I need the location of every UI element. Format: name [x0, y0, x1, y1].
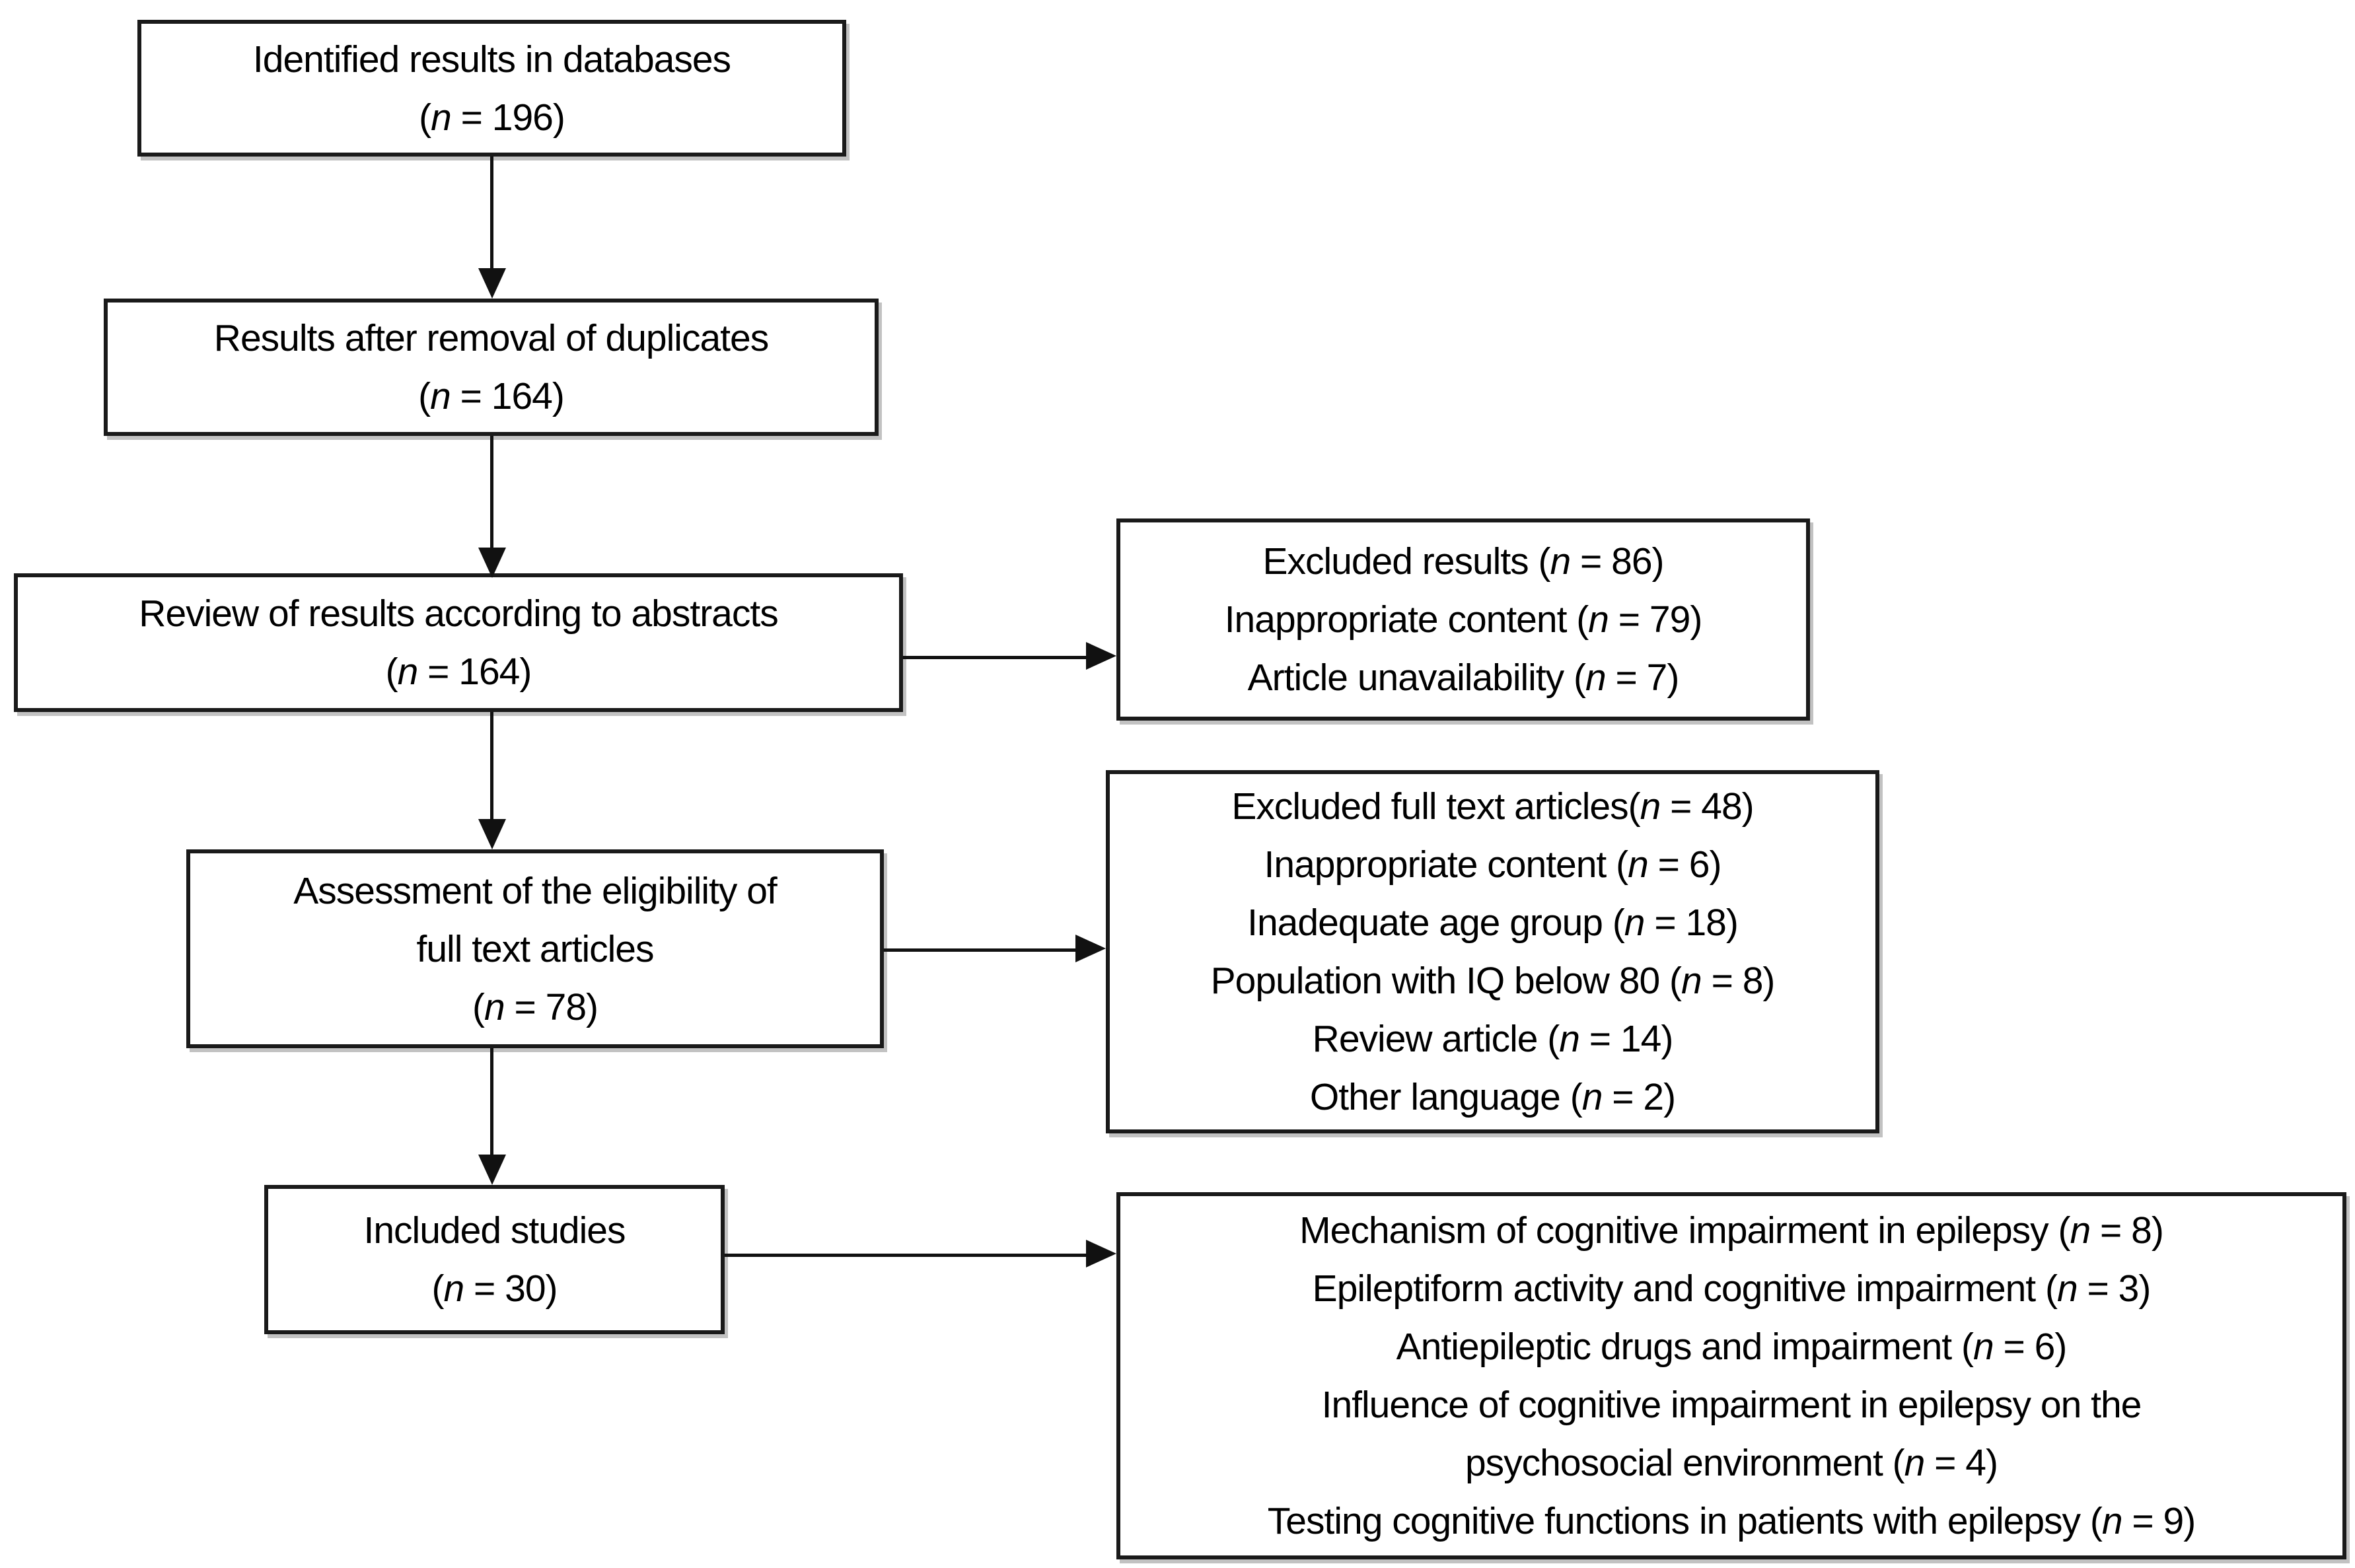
italic-n: n — [443, 1267, 464, 1310]
arrowhead-right-icon — [1086, 642, 1116, 670]
italic-n: n — [2056, 1267, 2078, 1310]
flow-box-included-studies: Included studies (n = 30) — [264, 1185, 725, 1334]
italic-n: n — [1904, 1442, 1926, 1484]
box-text-line: Excluded full text articles(n = 48) — [1231, 785, 1754, 828]
box-text-line: (n = 164) — [418, 375, 565, 417]
side-box-excluded-abstract-stage: Excluded results (n = 86) Inappropriate c… — [1116, 518, 1810, 721]
box-text-line: Epileptiform activity and cognitive impa… — [1312, 1267, 2152, 1310]
italic-n: n — [1628, 843, 1649, 886]
box-text-line: full text articles — [416, 927, 655, 970]
box-text-line: Testing cognitive functions in patients … — [1267, 1500, 2196, 1542]
box-text-line: (n = 78) — [472, 985, 598, 1028]
flow-box-after-duplicate-removal: Results after removal of duplicates (n = … — [104, 299, 879, 436]
italic-n: n — [1550, 540, 1571, 583]
box-text-line: Included studies — [363, 1209, 626, 1252]
box-text-line: Inadequate age group (n = 18) — [1247, 902, 1739, 944]
arrow-shaft — [490, 712, 493, 820]
italic-n: n — [1640, 785, 1661, 828]
box-text-line: (n = 164) — [385, 651, 532, 693]
arrow-shaft — [490, 1048, 493, 1155]
arrow-shaft — [903, 656, 1088, 659]
flow-box-abstract-review: Review of results according to abstracts… — [14, 573, 903, 712]
arrowhead-down-icon — [478, 1155, 506, 1185]
box-text-line: Excluded results (n = 86) — [1262, 540, 1664, 583]
box-text-line: (n = 30) — [431, 1267, 558, 1310]
box-text-line: Mechanism of cognitive impairment in epi… — [1299, 1209, 2164, 1252]
italic-n: n — [2101, 1500, 2123, 1542]
arrowhead-right-icon — [1075, 935, 1106, 962]
box-text-line: Article unavailability (n = 7) — [1247, 657, 1680, 699]
box-text-line: (n = 196) — [419, 96, 565, 139]
arrow-shaft — [884, 948, 1077, 952]
side-box-excluded-fulltext-stage: Excluded full text articles(n = 48) Inapp… — [1106, 770, 1879, 1133]
italic-n: n — [2070, 1209, 2091, 1252]
italic-n: n — [1585, 657, 1607, 699]
box-text-line: Review article (n = 14) — [1312, 1018, 1674, 1060]
box-text-line: Inappropriate content (n = 79) — [1224, 598, 1703, 641]
arrow-shaft — [725, 1254, 1088, 1257]
flow-box-identified-results: Identified results in databases (n = 196) — [137, 20, 846, 157]
flow-box-eligibility-assessment: Assessment of the eligibility of full tex… — [186, 849, 884, 1048]
italic-n: n — [1681, 960, 1702, 1002]
italic-n: n — [1581, 1076, 1603, 1118]
italic-n: n — [1624, 902, 1646, 944]
arrowhead-right-icon — [1086, 1240, 1116, 1267]
italic-n: n — [1588, 598, 1609, 641]
box-text-line: Population with IQ below 80 (n = 8) — [1210, 960, 1776, 1002]
italic-n: n — [431, 96, 452, 139]
italic-n: n — [484, 985, 505, 1028]
arrow-shaft — [490, 436, 493, 548]
box-text-line: Antiepileptic drugs and impairment (n = … — [1396, 1326, 2068, 1368]
side-box-included-topic-breakdown: Mechanism of cognitive impairment in epi… — [1116, 1192, 2346, 1559]
italic-n: n — [1973, 1326, 1994, 1368]
box-text-line: Inappropriate content (n = 6) — [1264, 843, 1722, 886]
box-text-line: Other language (n = 2) — [1309, 1076, 1676, 1118]
italic-n: n — [397, 651, 419, 693]
box-text-line: Results after removal of duplicates — [213, 317, 769, 359]
box-text-line: Assessment of the eligibility of — [293, 869, 778, 912]
box-text-line: Review of results according to abstracts — [139, 592, 778, 635]
box-text-line: Influence of cognitive impairment in epi… — [1321, 1384, 2142, 1426]
arrowhead-down-icon — [478, 548, 506, 578]
box-text-line: Identified results in databases — [252, 38, 731, 81]
arrow-shaft — [490, 157, 493, 270]
italic-n: n — [1559, 1018, 1580, 1060]
italic-n: n — [430, 375, 451, 417]
arrowhead-down-icon — [478, 268, 506, 299]
box-text-line: psychosocial environment (n = 4) — [1465, 1442, 1998, 1484]
arrowhead-down-icon — [478, 819, 506, 849]
